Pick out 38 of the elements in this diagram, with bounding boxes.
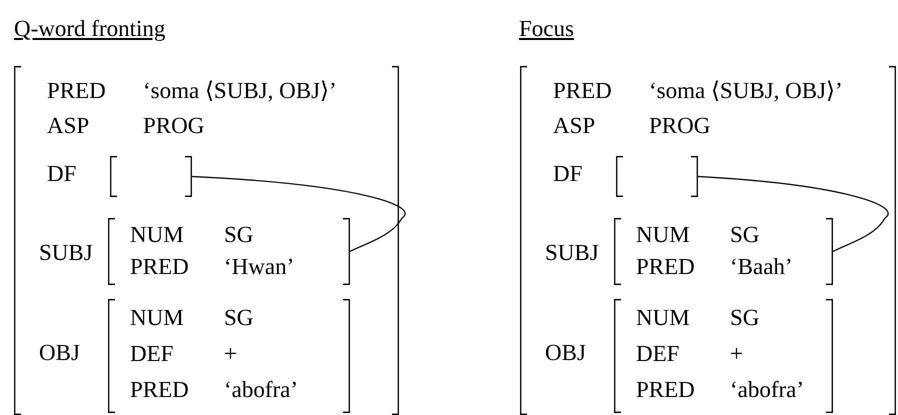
value-text: PROG — [143, 112, 204, 140]
attribute-label: ASP — [553, 112, 596, 140]
value-text: SG — [730, 221, 760, 249]
attribute-label: PRED — [636, 253, 695, 281]
value-text: ‘Baah’ — [730, 253, 793, 281]
attribute-label: PRED — [553, 77, 612, 105]
value-text: SG — [224, 304, 254, 332]
value-text: ‘Hwan’ — [224, 253, 294, 281]
connector-line — [698, 176, 888, 252]
attribute-label: DEF — [130, 340, 174, 368]
value-text: ‘abofra’ — [224, 376, 298, 404]
attribute-label: PRED — [130, 376, 189, 404]
value-text: ‘abofra’ — [730, 376, 804, 404]
value-text: SG — [730, 304, 760, 332]
value-text: ‘soma ⟨SUBJ, OBJ⟩’ — [649, 77, 843, 105]
value-text: SUBJ — [545, 239, 599, 267]
value-text: SG — [224, 221, 254, 249]
attribute-label: NUM — [130, 221, 184, 249]
value-text: + — [224, 340, 237, 368]
value-text: ‘soma ⟨SUBJ, OBJ⟩’ — [143, 77, 337, 105]
attribute-label: DEF — [636, 340, 680, 368]
attribute-label: ASP — [47, 112, 90, 140]
heading: Focus — [519, 16, 574, 42]
value-text: SUBJ — [39, 239, 93, 267]
attribute-label: NUM — [636, 304, 690, 332]
attribute-label: DF — [47, 160, 76, 188]
value-text: + — [730, 340, 743, 368]
attribute-label: PRED — [130, 253, 189, 281]
attribute-label: OBJ — [39, 339, 80, 367]
attribute-label: NUM — [130, 304, 184, 332]
attribute-label: DF — [553, 160, 582, 188]
attribute-label: PRED — [636, 376, 695, 404]
attribute-label: OBJ — [545, 339, 586, 367]
attribute-label: NUM — [636, 221, 690, 249]
value-text: PROG — [649, 112, 710, 140]
heading: Q-word fronting — [14, 16, 166, 42]
connector-line — [192, 176, 406, 252]
attribute-label: PRED — [47, 77, 106, 105]
